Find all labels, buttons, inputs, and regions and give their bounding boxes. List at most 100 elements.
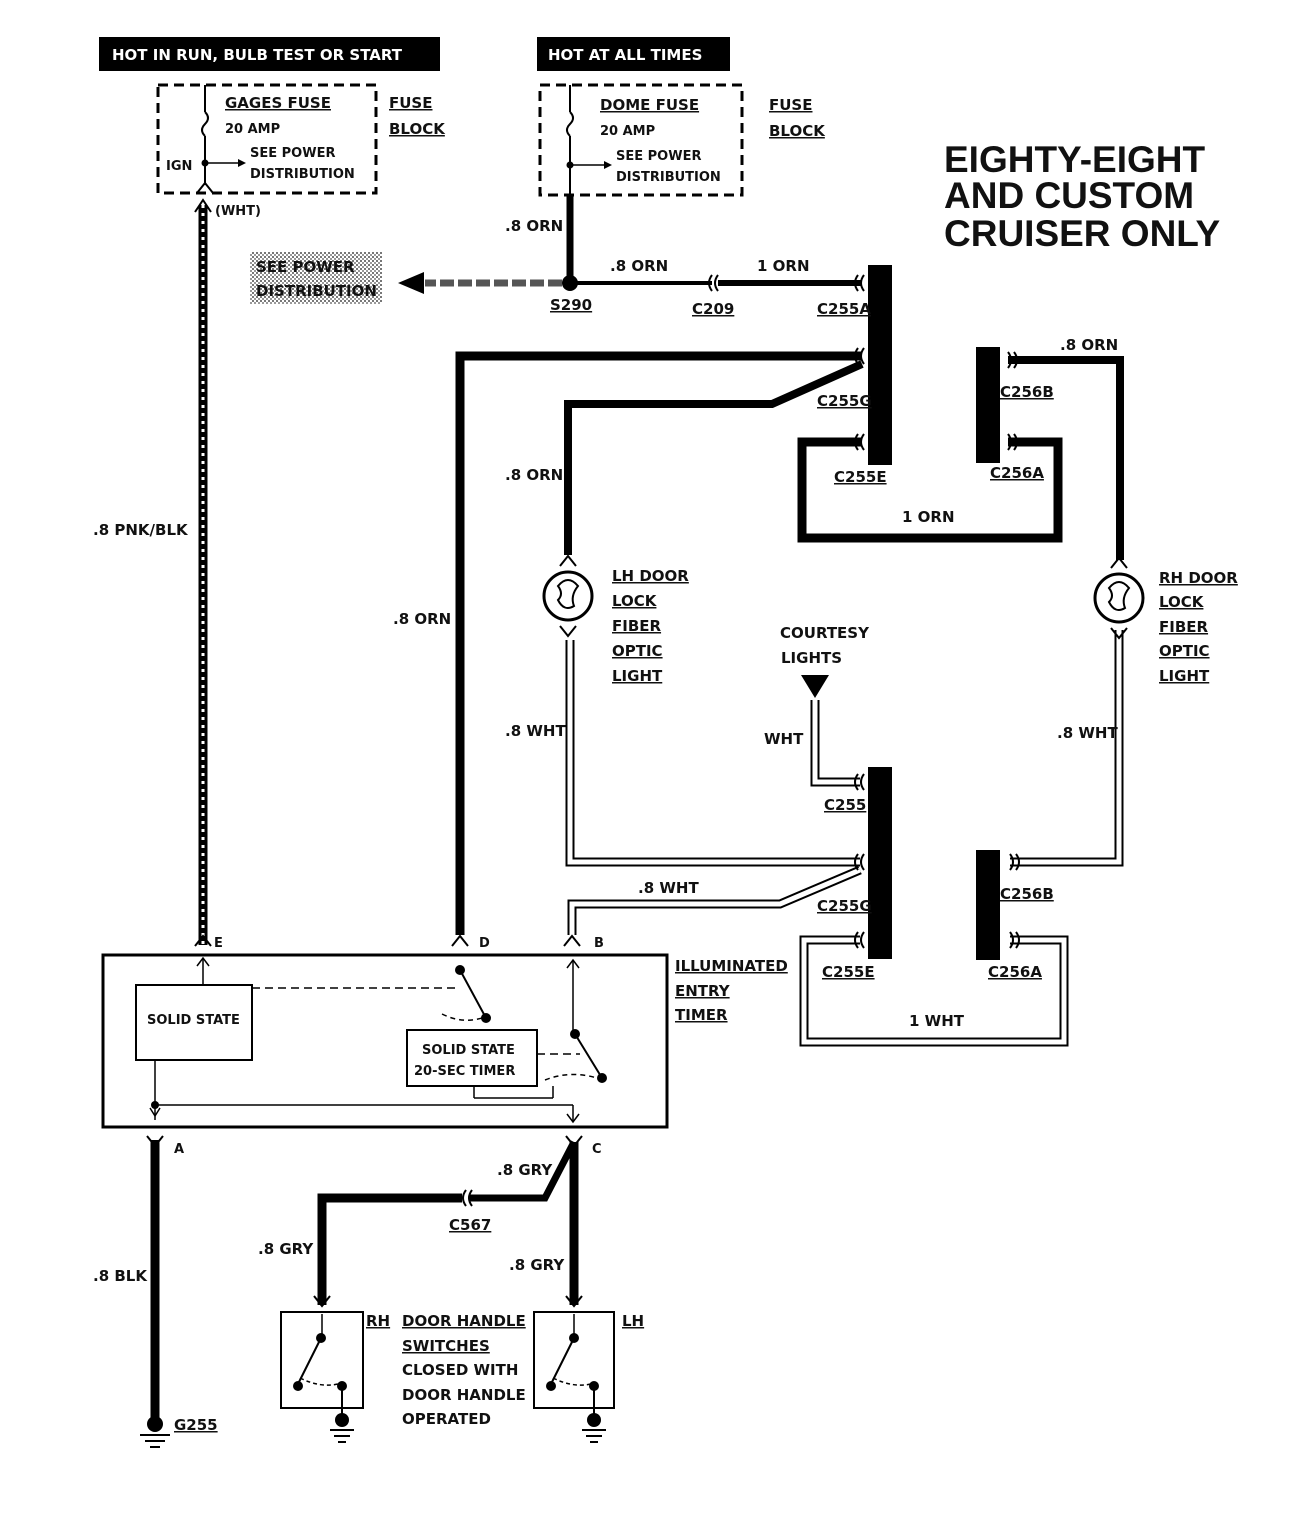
svg-text:HOT IN RUN, BULB TEST OR STA: HOT IN RUN, BULB TEST OR START xyxy=(112,46,403,64)
svg-text:C: C xyxy=(592,1142,602,1157)
rh-fiber-optic-light-icon xyxy=(1093,556,1145,640)
courtesy-lights-arrow-icon xyxy=(801,675,829,698)
svg-text:20 AMP: 20 AMP xyxy=(600,124,655,139)
wire-labels: .8 ORN .8 ORN 1 ORN .8 ORN .8 ORN 1 ORN … xyxy=(93,217,1118,1285)
pnk-blk-wire xyxy=(194,198,212,945)
svg-text:CLOSED WITH: CLOSED WITH xyxy=(402,1361,518,1379)
svg-text:DISTRIBUTION: DISTRIBUTION xyxy=(250,167,355,182)
svg-text:.8 WHT: .8 WHT xyxy=(638,879,699,897)
svg-text:OPTIC: OPTIC xyxy=(612,642,663,660)
svg-text:LIGHT: LIGHT xyxy=(612,667,663,685)
connector-labels: S290 C209 C255A C255G C255E C256B C256A … xyxy=(174,296,1054,1434)
svg-text:ENTRY: ENTRY xyxy=(675,982,731,1000)
svg-text:WHT: WHT xyxy=(764,730,804,748)
svg-text:1 WHT: 1 WHT xyxy=(909,1012,965,1030)
white-wires xyxy=(565,630,1124,1047)
svg-text:BLOCK: BLOCK xyxy=(389,120,446,138)
svg-text:.8 GRY: .8 GRY xyxy=(509,1256,565,1274)
courtesy-lights-label: COURTESY LIGHTS xyxy=(780,624,870,667)
svg-text:C255: C255 xyxy=(824,796,866,814)
svg-text:C256A: C256A xyxy=(990,464,1044,482)
orn-wire-rh xyxy=(1008,356,1124,560)
svg-text:DOOR HANDLE: DOOR HANDLE xyxy=(402,1386,526,1404)
svg-text:HOT AT ALL TIMES: HOT AT ALL TIMES xyxy=(548,46,702,64)
svg-text:C255E: C255E xyxy=(834,468,887,486)
orn-jumper-loop xyxy=(797,437,1063,543)
svg-text:C255A: C255A xyxy=(817,300,871,318)
fuse-icon xyxy=(201,111,209,137)
svg-text:C256B: C256B xyxy=(1000,383,1054,401)
svg-text:.8 PNK/BLK: .8 PNK/BLK xyxy=(93,521,189,539)
svg-text:LOCK: LOCK xyxy=(1159,593,1205,611)
svg-text:.8 ORN: .8 ORN xyxy=(393,610,451,628)
arrow-icon xyxy=(238,159,246,167)
rh-door-switch xyxy=(280,1311,364,1443)
svg-text:C256B: C256B xyxy=(1000,885,1054,903)
hot-in-run-banner: HOT IN RUN, BULB TEST OR START xyxy=(99,37,440,71)
svg-text:LIGHT: LIGHT xyxy=(1159,667,1210,685)
svg-text:DOME FUSE: DOME FUSE xyxy=(600,96,699,114)
svg-text:SEE POWER: SEE POWER xyxy=(250,146,335,161)
arrow-left-icon xyxy=(398,272,424,294)
rh-light-label: RH DOOR LOCK FIBER OPTIC LIGHT xyxy=(1159,569,1238,685)
svg-text:.8 WHT: .8 WHT xyxy=(505,722,566,740)
svg-text:.8 BLK: .8 BLK xyxy=(93,1267,148,1285)
svg-text:G255: G255 xyxy=(174,1416,218,1434)
timer-pin-marks xyxy=(146,934,583,1148)
power-wires: SEE POWER DISTRIBUTION xyxy=(250,195,862,304)
orn-wire-lh xyxy=(564,360,864,555)
hot-at-all-times-banner: HOT AT ALL TIMES xyxy=(537,37,730,71)
svg-text:.8 ORN: .8 ORN xyxy=(505,217,563,235)
svg-text:(WHT): (WHT) xyxy=(215,204,261,219)
svg-text:ILLUMINATED: ILLUMINATED xyxy=(675,957,788,975)
svg-text:AND CUSTOM: AND CUSTOM xyxy=(944,175,1194,216)
svg-text:COURTESY: COURTESY xyxy=(780,624,870,642)
svg-text:DISTRIBUTION: DISTRIBUTION xyxy=(256,282,377,300)
dome-fuse-block: DOME FUSE 20 AMP SEE POWER DISTRIBUTION … xyxy=(538,83,826,197)
svg-text:LH DOOR: LH DOOR xyxy=(612,567,689,585)
svg-text:FUSE: FUSE xyxy=(389,94,432,112)
svg-text:20-SEC TIMER: 20-SEC TIMER xyxy=(414,1064,515,1079)
svg-text:IGN: IGN xyxy=(166,159,192,174)
svg-text:RH DOOR: RH DOOR xyxy=(1159,569,1238,587)
switch-labels: RH LH DOOR HANDLE SWITCHES CLOSED WITH D… xyxy=(366,1312,644,1428)
svg-text:FUSE: FUSE xyxy=(769,96,812,114)
arrow-icon xyxy=(604,161,612,169)
svg-text:SWITCHES: SWITCHES xyxy=(402,1337,490,1355)
terminal-marks xyxy=(854,274,1020,949)
svg-text:A: A xyxy=(174,1142,184,1157)
svg-text:FIBER: FIBER xyxy=(1159,618,1209,636)
svg-text:C255G: C255G xyxy=(817,392,872,410)
svg-text:DOOR HANDLE: DOOR HANDLE xyxy=(402,1312,526,1330)
svg-text:DISTRIBUTION: DISTRIBUTION xyxy=(616,170,721,185)
orn-wire-d xyxy=(455,351,862,935)
lh-fiber-optic-light-icon xyxy=(542,554,594,638)
fuse-icon xyxy=(566,111,574,137)
svg-text:.8 GRY: .8 GRY xyxy=(258,1240,314,1258)
timer-label: ILLUMINATED ENTRY TIMER xyxy=(675,957,788,1024)
svg-text:SEE POWER: SEE POWER xyxy=(256,258,355,276)
svg-text:LH: LH xyxy=(622,1312,644,1330)
svg-text:.8 ORN: .8 ORN xyxy=(610,257,668,275)
svg-text:FIBER: FIBER xyxy=(612,617,662,635)
svg-text:C567: C567 xyxy=(449,1216,491,1234)
svg-text:SEE POWER: SEE POWER xyxy=(616,149,701,164)
svg-text:1 ORN: 1 ORN xyxy=(757,257,810,275)
svg-text:.8 ORN: .8 ORN xyxy=(1060,336,1118,354)
svg-text:B: B xyxy=(594,936,604,951)
svg-text:CRUISER ONLY: CRUISER ONLY xyxy=(944,213,1221,254)
svg-text:D: D xyxy=(479,936,490,951)
svg-text:OPTIC: OPTIC xyxy=(1159,642,1210,660)
svg-text:OPERATED: OPERATED xyxy=(402,1410,491,1428)
svg-text:1 ORN: 1 ORN xyxy=(902,508,955,526)
svg-text:SOLID STATE: SOLID STATE xyxy=(147,1013,240,1028)
svg-text:20 AMP: 20 AMP xyxy=(225,122,280,137)
svg-text:BLOCK: BLOCK xyxy=(769,122,826,140)
svg-text:.8 WHT: .8 WHT xyxy=(1057,724,1118,742)
timer-pin-labels: E D B A C xyxy=(174,936,604,1157)
svg-text:C255G: C255G xyxy=(817,897,872,915)
diagram-title: EIGHTY-EIGHT AND CUSTOM CRUISER ONLY xyxy=(944,139,1221,254)
svg-text:RH: RH xyxy=(366,1312,390,1330)
svg-text:EIGHTY-EIGHT: EIGHTY-EIGHT xyxy=(944,139,1205,180)
